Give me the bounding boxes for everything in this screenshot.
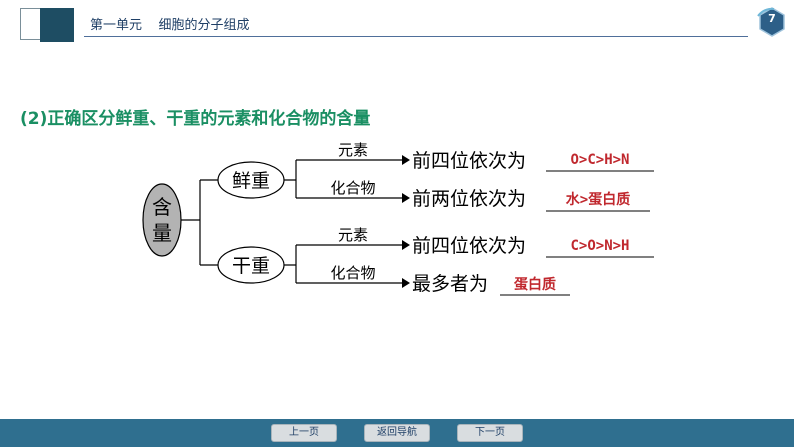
fresh-compound-stem: 前两位依次为 [412,188,526,210]
chapter-title: 细胞的分子组成 [158,18,250,33]
dry-element-answer: C>O>N>H [570,238,629,254]
section-title: (2)正确区分鲜重、干重的元素和化合物的含量 [20,109,371,129]
back-to-nav-button[interactable]: 返回导航 [364,424,430,442]
header-bar: 第一单元 细胞的分子组成 7 [0,0,794,46]
answer-underlines [500,170,654,296]
page-number: 7 [768,12,776,25]
dry-compound-branch-label: 化合物 [330,264,375,282]
header-title: 第一单元 细胞的分子组成 [90,14,250,33]
fresh-compound-answer: 水>蛋白质 [566,191,630,208]
dry-element-stem: 前四位依次为 [412,235,526,257]
fresh-element-branch-label: 元素 [338,141,368,159]
unit-label: 第一单元 [90,18,143,33]
dry-element-arrow-icon [402,240,410,250]
header-decor-square [40,8,74,42]
root-label-bottom: 量 [152,221,172,245]
fresh-compound-branch-label: 化合物 [330,179,375,197]
dry-connector [284,244,402,284]
dry-compound-arrow-icon [402,278,410,288]
page-number-badge-icon [757,7,785,37]
dry-weight-label: 干重 [232,255,270,277]
root-connector [181,179,218,266]
fresh-element-answer: O>C>H>N [570,152,629,168]
dry-element-branch-label: 元素 [338,226,368,244]
fresh-element-arrow-icon [402,155,410,165]
prev-page-button[interactable]: 上一页 [271,424,337,442]
root-label-top: 含 [152,195,172,219]
next-page-button[interactable]: 下一页 [457,424,523,442]
fresh-compound-arrow-icon [402,193,410,203]
fresh-connector [284,159,402,199]
fresh-weight-label: 鲜重 [232,170,270,192]
header-divider [84,36,748,37]
fresh-element-stem: 前四位依次为 [412,150,526,172]
dry-compound-answer: 蛋白质 [514,276,556,293]
dry-compound-stem: 最多者为 [412,273,488,295]
